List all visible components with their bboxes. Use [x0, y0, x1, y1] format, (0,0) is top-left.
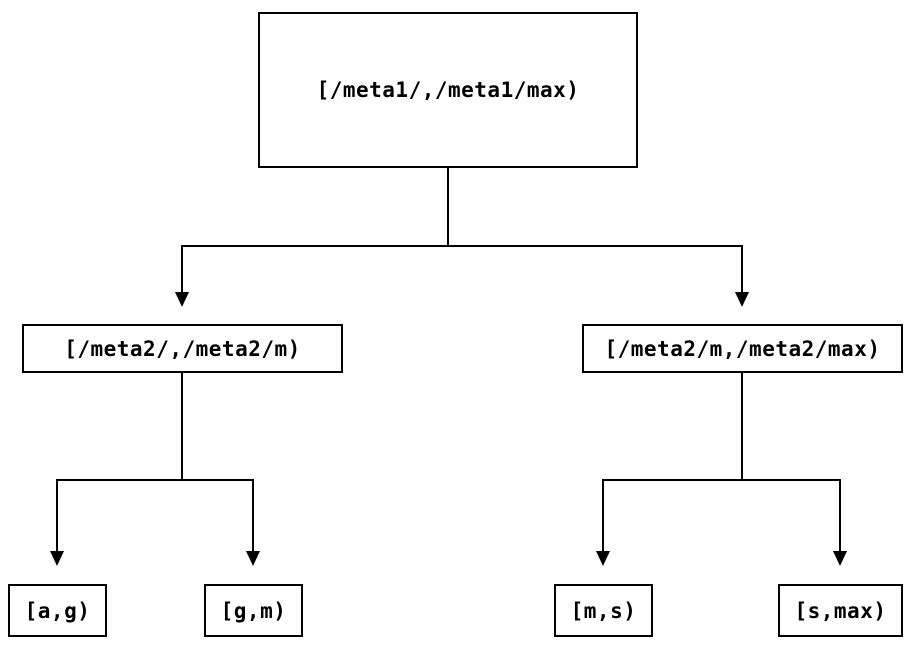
- edge-root-to-left: [181, 168, 449, 292]
- arrowhead-to-leaf-smax: [833, 551, 847, 566]
- arrowhead-to-leaf-ms: [596, 551, 610, 566]
- arrowhead-to-right: [735, 292, 749, 307]
- node-root-interval: [/meta1/,/meta1/max): [258, 12, 638, 168]
- arrowhead-to-left: [175, 292, 189, 307]
- edge-right-to-leaf-smax: [741, 373, 841, 551]
- arrowhead-to-leaf-ag: [50, 551, 64, 566]
- node-leaf-s-max: [s,max): [778, 584, 903, 637]
- node-leaf-g-m: [g,m): [204, 584, 303, 637]
- node-left-interval: [/meta2/,/meta2/m): [22, 324, 343, 373]
- node-leaf-a-g: [a,g): [8, 584, 107, 637]
- edge-left-to-leaf-ag: [56, 373, 183, 551]
- edge-right-to-leaf-ms: [602, 373, 743, 551]
- edge-root-to-right: [447, 168, 743, 292]
- node-leaf-m-s: [m,s): [554, 584, 653, 637]
- node-right-interval: [/meta2/m,/meta2/max): [582, 324, 903, 373]
- edge-left-to-leaf-gm: [181, 373, 254, 551]
- arrowhead-to-leaf-gm: [246, 551, 260, 566]
